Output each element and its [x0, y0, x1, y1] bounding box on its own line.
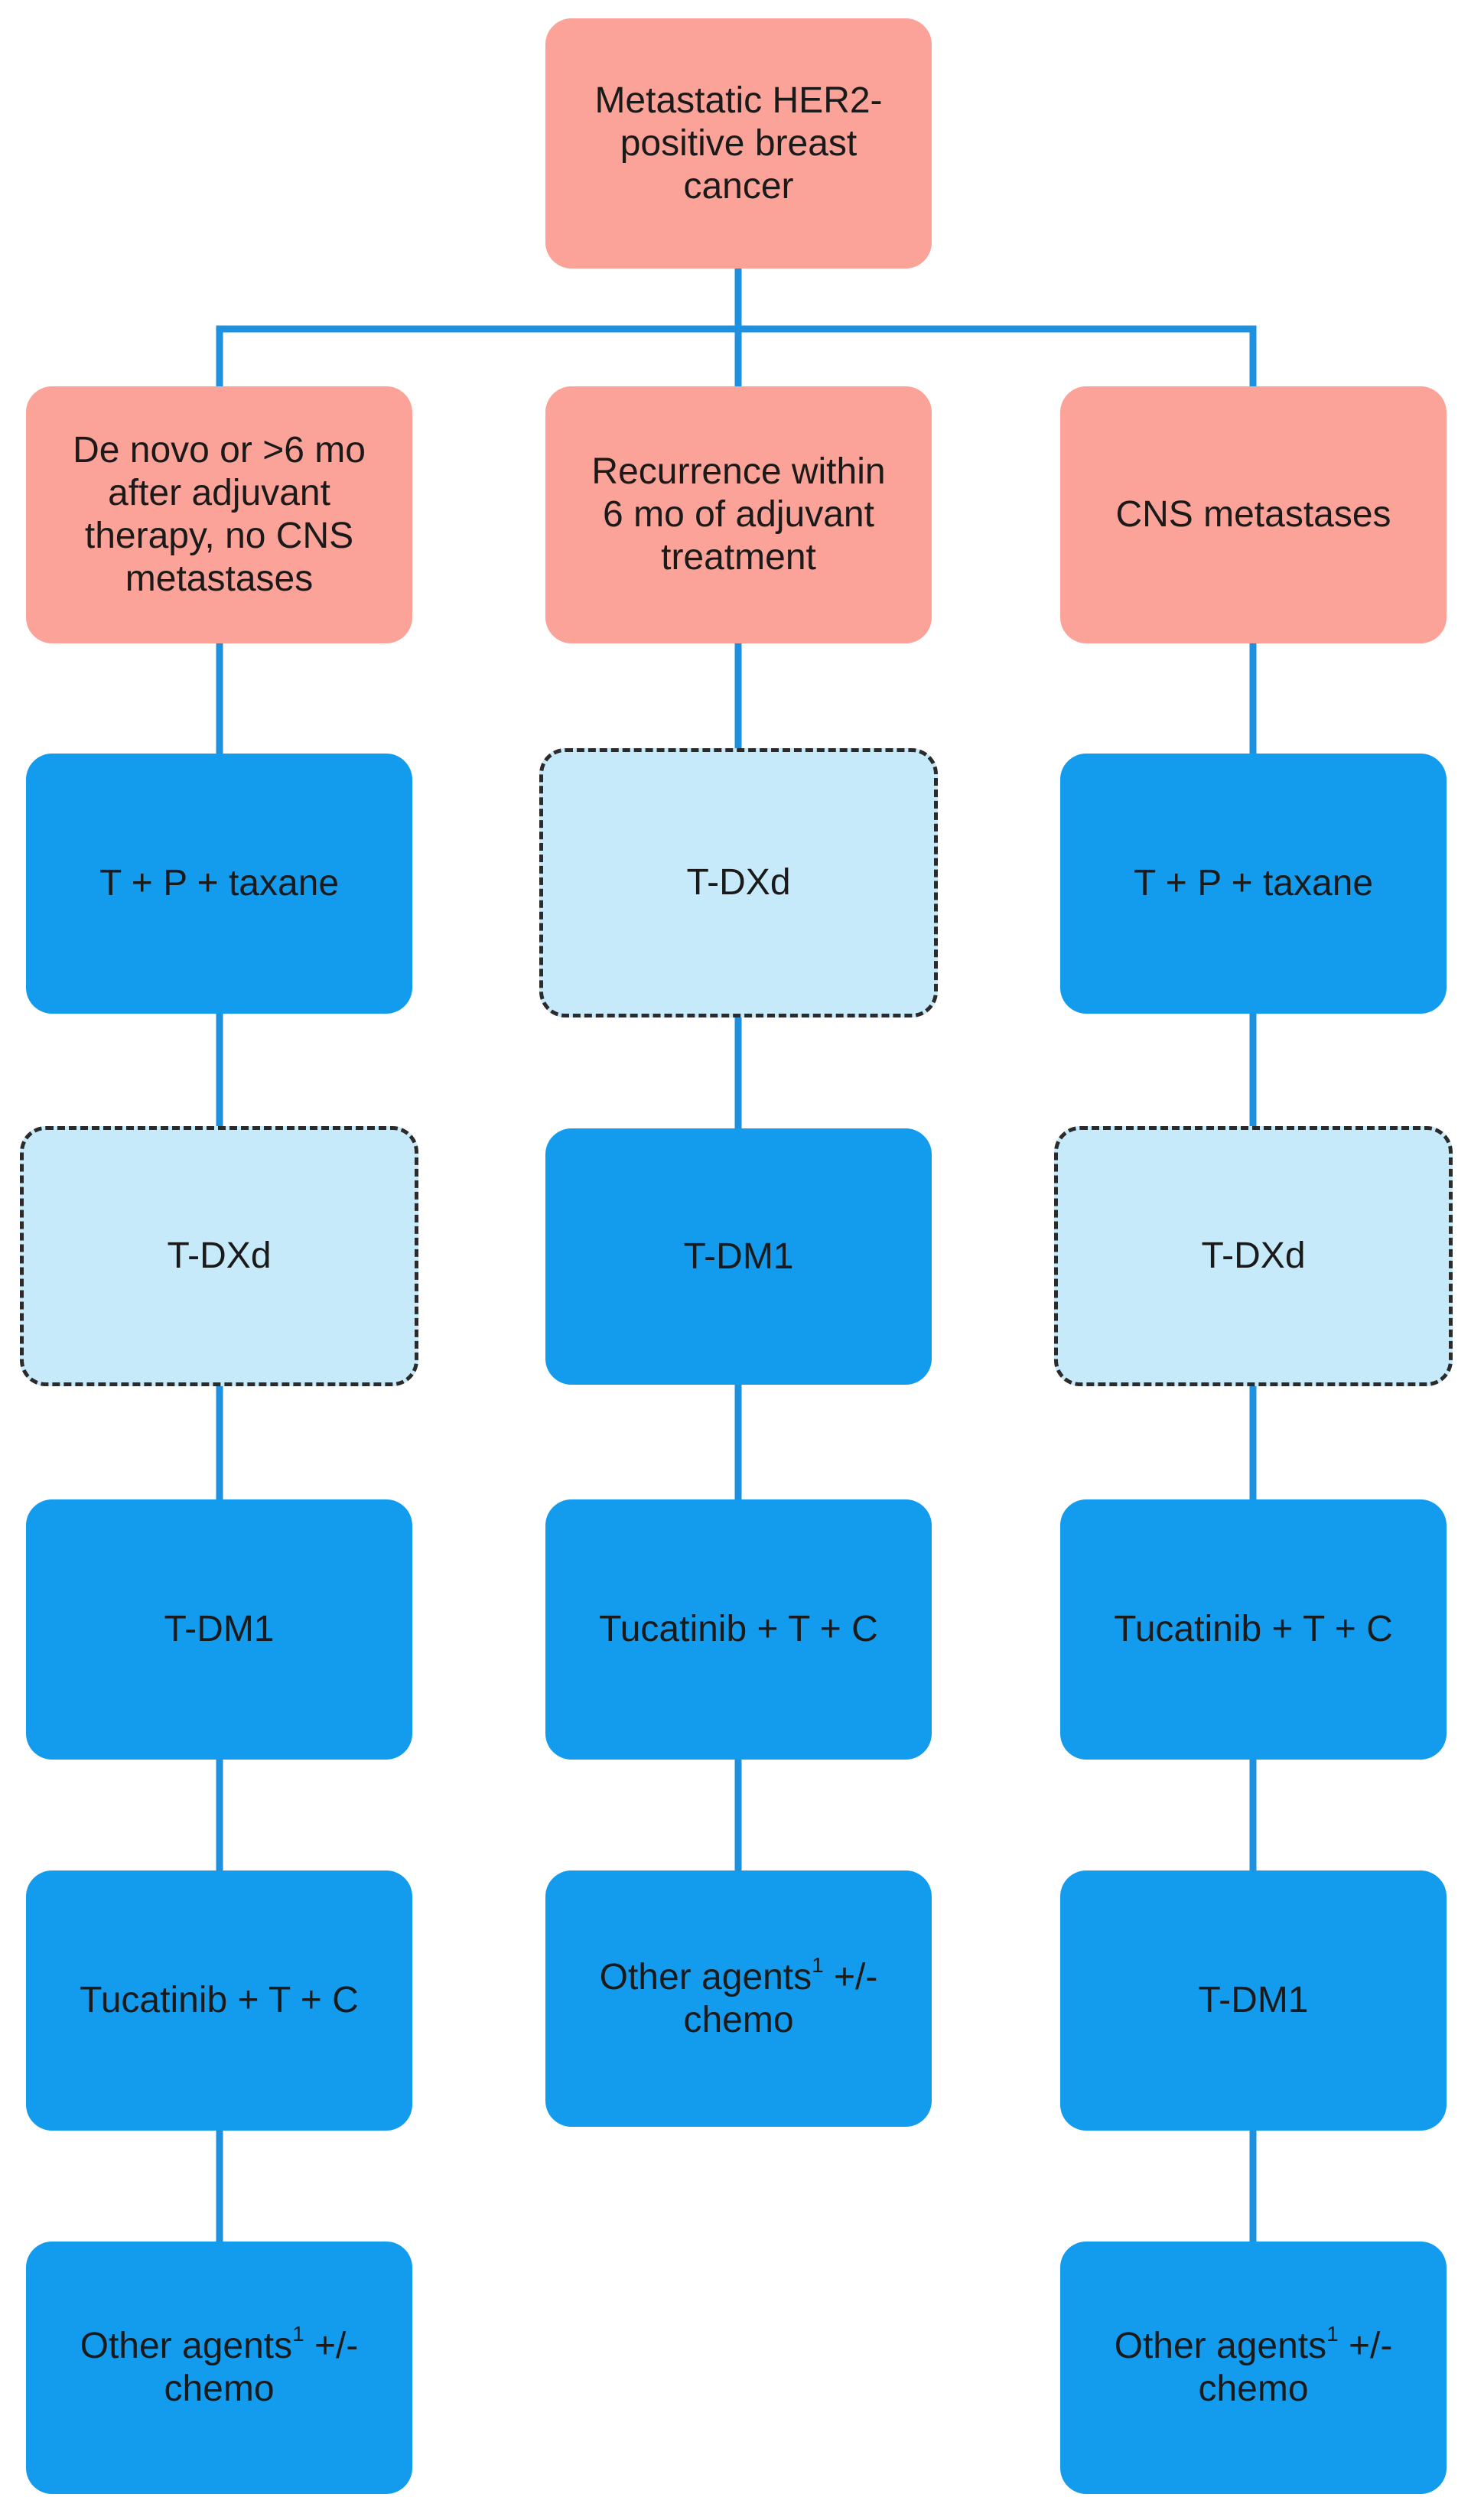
- column-2-header-line-1: Recurrence within: [591, 451, 886, 492]
- column-3-step-5-line-2: chemo: [1198, 2369, 1309, 2409]
- column-1-step-5-line-2: chemo: [164, 2369, 275, 2409]
- column-1-step-2: T-DXd: [20, 1126, 418, 1386]
- column-3-step-5-post: +/-: [1338, 2326, 1393, 2366]
- column-3-step-5: Other agents1 +/- chemo: [1060, 2242, 1447, 2494]
- column-1-step-3-label: T-DM1: [164, 1609, 275, 1649]
- column-3-header-line-1: CNS metastases: [1115, 494, 1391, 535]
- column-2-step-4-line-2: chemo: [683, 1999, 794, 2040]
- root-line-1: Metastatic HER2-: [594, 80, 883, 121]
- column-2-step-1: T-DXd: [539, 748, 938, 1017]
- column-1-header: De novo or >6 mo after adjuvant therapy,…: [26, 386, 412, 643]
- column-1-step-1: T + P + taxane: [26, 754, 412, 1014]
- column-2-header-line-2: 6 mo of adjuvant: [603, 494, 874, 535]
- column-3-step-3-label: Tucatinib + T + C: [1114, 1609, 1393, 1649]
- column-2-step-4: Other agents1 +/- chemo: [545, 1870, 932, 2127]
- column-2-step-4-post: +/-: [823, 1956, 878, 1997]
- column-3-step-4: T-DM1: [1060, 1870, 1447, 2131]
- column-2-step-1-label: T-DXd: [686, 862, 791, 903]
- column-3-step-5-footnote: 1: [1326, 2322, 1339, 2346]
- column-1-step-5-footnote: 1: [292, 2322, 304, 2346]
- column-1-header-line-3: therapy, no CNS: [84, 516, 354, 556]
- column-3-step-3: Tucatinib + T + C: [1060, 1499, 1447, 1760]
- column-2-step-4-line-1: Other agents1 +/-: [599, 1952, 878, 1999]
- column-1-step-5-line-1: Other agents1 +/-: [80, 2322, 359, 2368]
- column-1-step-3: T-DM1: [26, 1499, 412, 1760]
- column-1-header-line-4: metastases: [125, 558, 314, 599]
- root-node-metastatic-her2-positive: Metastatic HER2- positive breast cancer: [545, 18, 932, 269]
- column-1-step-5-post: +/-: [304, 2326, 359, 2366]
- column-2-step-3: Tucatinib + T + C: [545, 1499, 932, 1760]
- column-3-step-2: T-DXd: [1054, 1126, 1453, 1386]
- root-line-2: positive breast: [620, 122, 858, 164]
- column-3-header: CNS metastases: [1060, 386, 1447, 643]
- column-3-step-5-pre: Other agents: [1114, 2326, 1327, 2366]
- column-3-step-4-label: T-DM1: [1198, 1980, 1309, 2020]
- column-2-step-2: T-DM1: [545, 1128, 932, 1385]
- column-2-header: Recurrence within 6 mo of adjuvant treat…: [545, 386, 932, 643]
- column-1-header-line-2: after adjuvant: [108, 473, 330, 513]
- column-1-step-4: Tucatinib + T + C: [26, 1870, 412, 2131]
- column-2-step-3-label: Tucatinib + T + C: [599, 1609, 878, 1649]
- root-line-3: cancer: [683, 165, 794, 207]
- column-1-step-1-label: T + P + taxane: [99, 863, 340, 903]
- column-1-step-5-pre: Other agents: [80, 2326, 293, 2366]
- column-3-step-5-line-1: Other agents1 +/-: [1114, 2322, 1393, 2368]
- column-1-step-2-label: T-DXd: [167, 1236, 272, 1276]
- column-1-header-line-1: De novo or >6 mo: [73, 430, 366, 470]
- column-3-step-1: T + P + taxane: [1060, 754, 1447, 1014]
- column-2-header-line-3: treatment: [661, 537, 816, 578]
- column-3-step-2-label: T-DXd: [1201, 1236, 1306, 1276]
- column-1-step-4-label: Tucatinib + T + C: [80, 1980, 359, 2020]
- column-2-step-4-pre: Other agents: [599, 1956, 812, 1997]
- column-3-step-1-label: T + P + taxane: [1133, 863, 1374, 903]
- column-2-step-2-label: T-DM1: [683, 1236, 794, 1277]
- column-1-step-5: Other agents1 +/- chemo: [26, 2242, 412, 2494]
- column-2-step-4-footnote: 1: [812, 1952, 824, 1977]
